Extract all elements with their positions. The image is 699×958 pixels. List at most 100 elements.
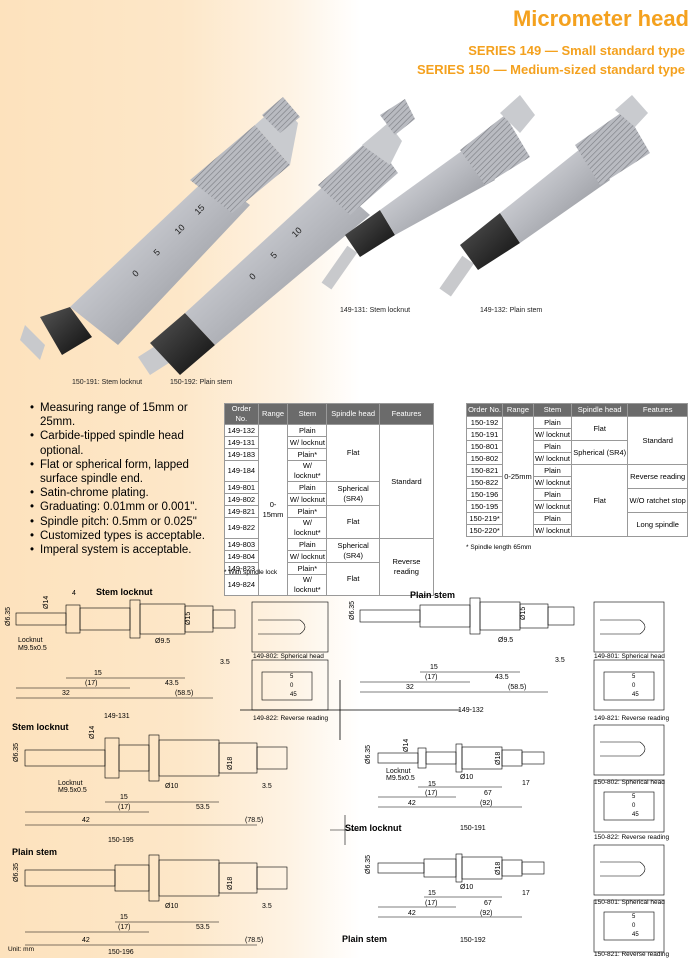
dim: Ø10 [165,783,178,790]
dim: Ø6.35 [13,863,20,882]
dim: Ø14 [89,726,96,739]
micrometer-photo-149-131 [321,95,535,290]
micrometer-photo-150-191: 0 5 10 15 [20,97,300,360]
order-no: 149-132 [224,424,259,437]
scale-number: 0 [632,923,636,929]
table-header: Features [627,403,688,417]
drawing-model: 150-192 [460,937,486,944]
stem-cell: W/ locknut [532,500,573,513]
head-cell: Flat [571,464,629,537]
drawing-label: Plain stem [12,847,57,857]
table-150-note: * Spindle length 65mm [466,544,532,551]
scale-number: 45 [632,932,639,938]
head-caption: 149-802: Spherical head [253,653,324,660]
order-no: 149-823 [224,562,259,575]
series-150-title: SERIES 150 — Medium-sized standard type [416,62,685,77]
order-no: 150-821 [465,464,504,477]
order-no: 150-802 [465,452,504,465]
dim: Ø10 [460,774,473,781]
stem-cell: Plain [287,538,328,551]
scale-number: 5 [632,914,636,920]
dim: 3.5 [262,783,272,790]
dim: Ø6.35 [5,607,12,626]
order-no: 150-801 [465,440,504,453]
feature-cell: Reverse reading [378,538,435,596]
order-no: 150-219* [465,512,504,525]
head-caption: 150-802: Spherical head [594,779,665,786]
dim: Locknut [386,768,411,775]
order-no: 149-821 [224,505,259,518]
feature-cell: Reverse reading [627,464,688,489]
dim: (58.5) [508,684,526,691]
photo-caption-150-191: 150-191: Stem locknut [72,379,143,386]
table-header: Order No. [465,403,504,417]
dim: 17 [522,780,530,787]
dim: Ø15 [185,612,192,625]
head-cell: Spherical (SR4) [326,481,380,506]
head-caption: 149-822: Reverse reading [253,715,329,722]
order-no: 150-220* [465,524,504,537]
dim: Locknut [18,637,43,644]
dim: Ø6.35 [349,601,356,620]
dim: (17) [425,900,437,907]
dim: Ø14 [43,596,50,609]
stem-cell: Plain [532,440,573,453]
stem-cell: Plain [532,464,573,477]
drawing-model: 149-132 [458,707,484,714]
dim: M9.5x0.5 [386,775,415,782]
dim: 42 [408,800,416,807]
stem-cell: Plain* [287,448,328,461]
drawing-label: Plain stem [342,934,387,944]
head-cell: Flat [326,562,380,596]
product-photos: 0 5 10 15 0 5 10 [20,95,650,375]
list-item: Satin-chrome plating. [30,486,220,500]
drawing-model: 150-191 [460,825,486,832]
dim: 15 [428,781,436,788]
scale-number: 5 [151,247,162,258]
stem-cell: Plain [287,481,328,494]
order-no: 149-801 [224,481,259,494]
drawing-label: Plain stem [410,590,455,600]
dim: 3.5 [220,659,230,666]
feature-list: Measuring range of 15mm or 25mm. Carbide… [30,401,220,557]
dim: M9.5x0.5 [18,645,47,652]
drawing-label: Stem locknut [96,587,153,597]
dim: Locknut [58,780,83,787]
micrometer-photo-149-132 [439,95,650,297]
head-caption: 150-801: Spherical head [594,899,665,906]
feature-cell: Standard [378,424,435,539]
scale-number: 0 [247,271,258,282]
dim: 53.5 [196,804,210,811]
order-no: 149-183 [224,448,259,461]
dim: 4 [72,590,76,597]
stem-cell: Plain* [287,505,328,518]
stem-cell: W/ locknut* [287,517,328,539]
order-no: 149-131 [224,436,259,449]
table-header: Features [378,403,435,425]
scale-number: 0 [290,683,294,689]
dim: 3.5 [262,903,272,910]
dim: 43.5 [495,674,509,681]
technical-drawings: Stem locknut 149-131 Ø6.35 Ø14 4 Ø15 Ø9.… [5,587,670,958]
scale-number: 5 [632,794,636,800]
stem-cell: W/ locknut [532,452,573,465]
list-item: Customized types is acceptable. [30,529,220,543]
stem-cell: Plain [287,424,328,437]
head-cell: Spherical (SR4) [326,538,380,563]
dim: 15 [120,914,128,921]
dim: Ø10 [165,903,178,910]
stem-cell: W/ locknut* [287,460,328,482]
head-cell: Flat [326,424,380,482]
photo-caption-149-132: 149-132: Plain stem [480,307,543,314]
dim: 3.5 [555,657,565,664]
table-header: Spindle head [326,403,380,425]
list-item: Flat or spherical form, lapped surface s… [30,458,220,486]
table-header: Stem [532,403,573,417]
dim: 15 [94,670,102,677]
dim: Ø9.5 [498,637,513,644]
table-header: Stem [287,403,328,425]
page-title: Micrometer head [512,6,689,31]
stem-cell: Plain [532,512,573,525]
scale-number: 5 [632,674,636,680]
range-cell: 0-25mm [502,416,534,537]
